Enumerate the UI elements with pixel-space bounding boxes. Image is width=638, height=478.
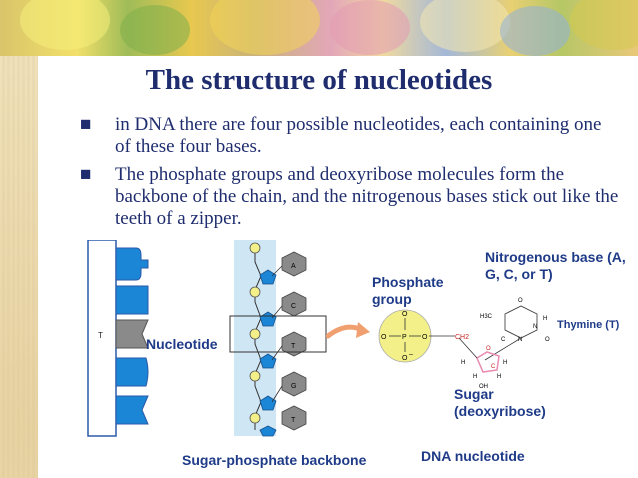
atom-h: H [543,316,547,322]
phosphate-circle [249,242,261,254]
strand-letter: A [98,259,104,268]
strand-letter: T [98,331,103,340]
sugar-ring [476,351,500,373]
strand-tooth-t [115,319,149,349]
sugar-pentagon [259,353,277,369]
atom-c: C [501,337,506,343]
atom-ch2: CH2 [455,334,469,341]
atom-h: H [503,360,507,366]
base-hexagon [281,331,307,357]
sugar-pentagon [259,395,277,411]
bullet-icon: ■ [80,114,92,135]
bullet-icon: ■ [80,164,92,185]
phosphate-circle [249,412,261,424]
base-letter: T [291,417,296,424]
phosphate-circle [249,328,261,340]
bond-line [484,337,522,361]
bond-line [271,385,283,403]
sugar-pentagon [259,425,277,437]
sugar-pentagon [259,269,277,285]
base-hexagon [281,371,307,397]
strand-tooth-t2 [115,395,149,425]
atom-h: H [497,374,501,380]
bullet-text-2: The phosphate groups and deoxyribose mol… [115,164,619,229]
atom-o: O [381,334,387,341]
strand-tooth-a [115,247,149,281]
thymine-ring [504,305,538,339]
nitrogenous-base-label: Nitrogenous base (A, G, C, or T) [485,249,626,282]
sugar-label: Sugar (deoxyribose) [454,386,546,419]
strand-letter: C [98,296,104,305]
arrow-icon [326,322,370,339]
phosphate-circle [249,370,261,382]
thymine-label: Thymine (T) [557,319,620,331]
atom-h: H [473,374,477,380]
phosphate-group-label: Phosphate group [372,274,444,307]
base-letter: T [291,343,296,350]
atom-o: O [486,346,491,352]
base-letter: C [291,303,296,310]
atom-o: O [402,355,408,362]
backbone-caption: Sugar-phosphate backbone [182,452,367,468]
nucleotide-highlight-box [229,315,327,353]
atom-oh: OH [479,384,488,390]
phosphate-circle [249,286,261,298]
base-hexagon [281,251,307,277]
atom-charge: – [409,351,413,358]
slide-title: The structure of nucleotides [145,64,493,96]
atom-p: P [402,334,407,341]
atom-o: O [402,311,408,318]
base-letter: A [291,263,296,270]
bond-line [271,265,283,277]
atom-o: O [545,337,550,343]
strand-tooth-g [115,357,149,387]
base-hexagon [281,405,307,431]
atom-c: C [491,364,496,370]
bond-line [458,337,478,359]
atom-o: O [422,334,428,341]
atom-h: H [461,360,465,366]
flower-banner [0,0,638,56]
strand-letter: T [98,405,103,414]
atom-n: N [518,337,522,343]
nucleotide-strand-diagram: A C T G T A C T G T [87,240,327,437]
bullet-text-1: in DNA there are four possible nucleotid… [115,114,602,157]
base-hexagon [281,291,307,317]
dna-nucleotide-caption: DNA nucleotide [421,448,525,464]
atom-o: O [518,298,523,304]
atom-n: N [533,324,537,330]
nucleotide-label: Nucleotide [146,336,218,352]
nucleotide-molecule-diagram: O O P O O – CH2 H3C O N N O H C O H H H … [378,298,550,390]
strand-tooth-c [115,285,149,315]
atom-h3c: H3C [480,314,493,320]
strand-letter: G [98,368,104,377]
bond-line [271,345,283,361]
base-letter: G [291,383,296,390]
